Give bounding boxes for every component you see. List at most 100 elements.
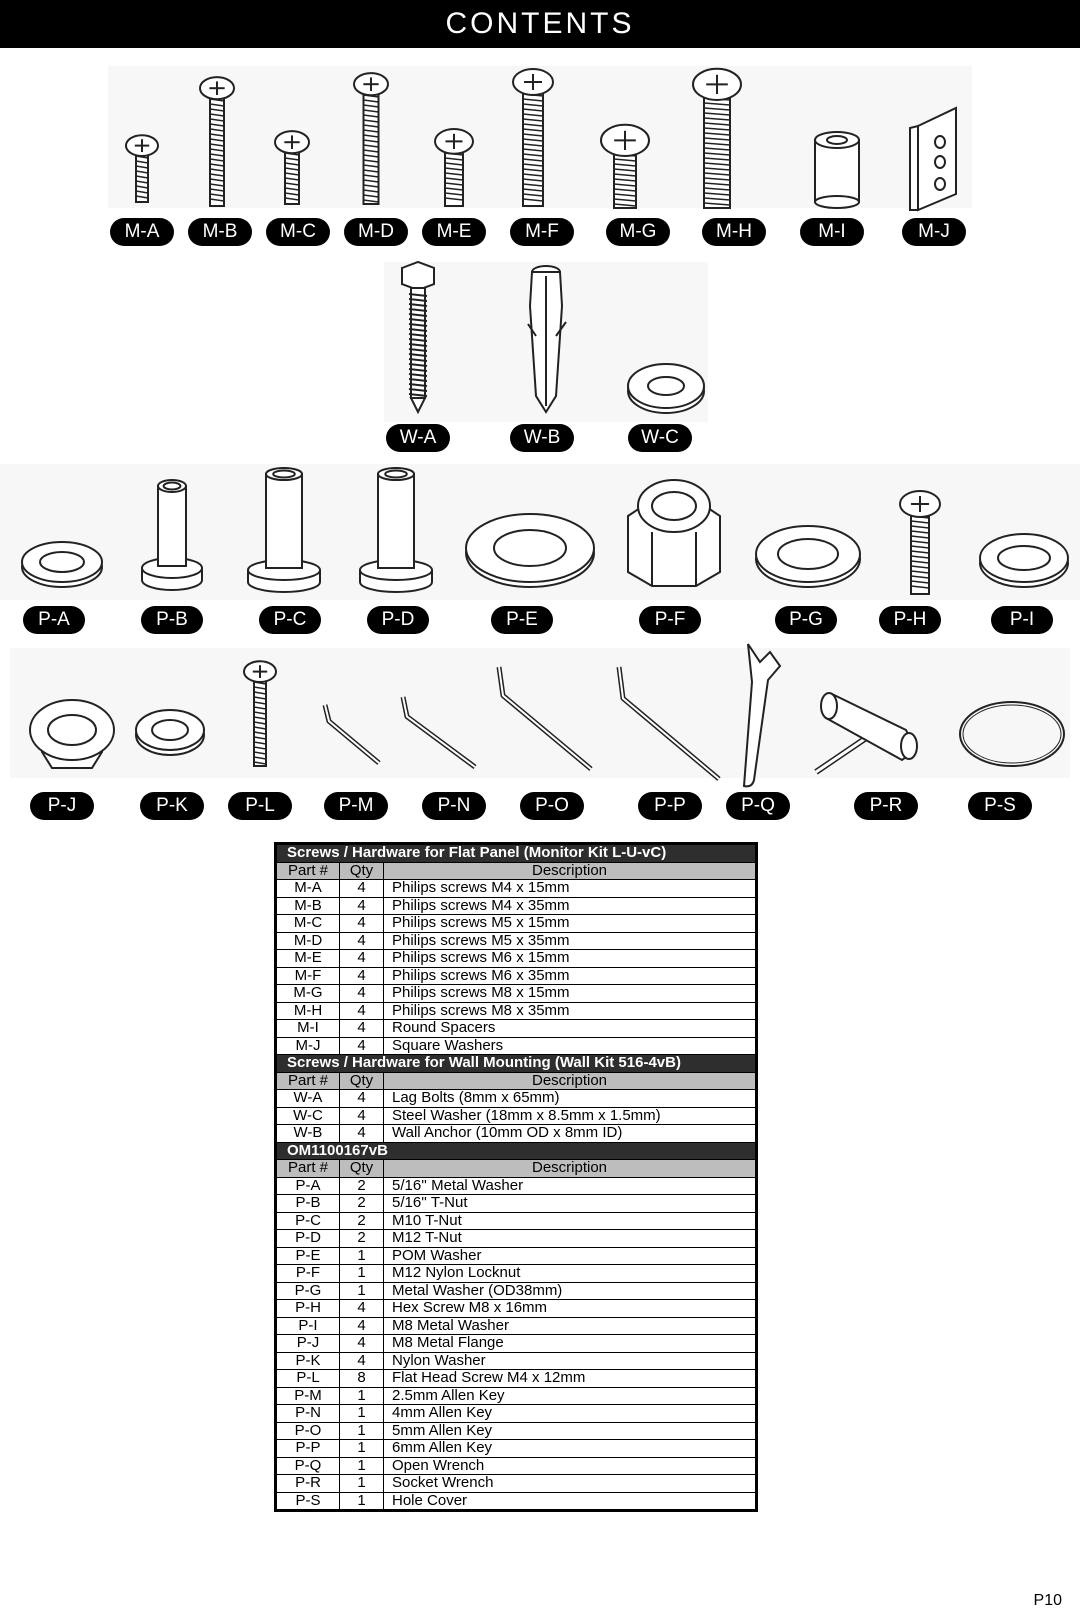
part-label-badge: W-B [510,424,574,452]
part-label-badge: P-Q [726,792,790,820]
part-number-cell: P-P [275,1439,340,1458]
column-header: Qty [339,861,384,880]
part-illustration [896,490,944,596]
description-cell: Round Spacers [383,1019,757,1038]
description-cell: 4mm Allen Key [383,1404,757,1423]
part-label-badge: P-F [639,606,701,634]
description-cell: Steel Washer (18mm x 8.5mm x 1.5mm) [383,1106,757,1125]
description-cell: M8 Metal Washer [383,1316,757,1335]
column-header: Qty [339,1071,384,1090]
part-number-cell: M-I [275,1019,340,1038]
part-label-badge: P-E [491,606,553,634]
column-header: Part # [275,1159,340,1178]
part-illustration [28,694,116,770]
qty-cell: 4 [339,1334,384,1353]
description-cell: 5/16'' T-Nut [383,1194,757,1213]
part-label-badge: P-S [968,792,1032,820]
qty-cell: 2 [339,1194,384,1213]
part-number-cell: M-E [275,949,340,968]
qty-cell: 4 [339,1089,384,1108]
part-label-badge: P-I [991,606,1053,634]
section-title: Screws / Hardware for Wall Mounting (Wal… [275,1054,757,1073]
part-label-badge: P-O [520,792,584,820]
part-illustration [431,128,477,208]
description-cell: Metal Washer (OD38mm) [383,1281,757,1300]
part-label-badge: M-E [422,218,486,246]
description-cell: Socket Wrench [383,1474,757,1493]
part-number-cell: W-B [275,1124,340,1143]
qty-cell: 4 [339,1036,384,1055]
qty-cell: 8 [339,1369,384,1388]
part-illustration [754,524,862,590]
part-number-cell: M-H [275,1001,340,1020]
description-cell: Philips screws M4 x 35mm [383,896,757,915]
part-label-badge: M-D [344,218,408,246]
qty-cell: 4 [339,966,384,985]
qty-cell: 1 [339,1386,384,1405]
part-illustration [810,684,926,780]
part-label-badge: M-A [110,218,174,246]
qty-cell: 2 [339,1176,384,1195]
part-label-badge: M-B [188,218,252,246]
part-label-badge: P-H [879,606,941,634]
qty-cell: 4 [339,1299,384,1318]
description-cell: Philips screws M8 x 35mm [383,1001,757,1020]
section-title-row: Screws / Hardware for Flat Panel (Monito… [275,843,757,863]
qty-cell: 4 [339,1124,384,1143]
qty-cell: 4 [339,879,384,898]
part-illustration [597,123,653,210]
part-label-badge: P-B [141,606,203,634]
description-cell: M10 T-Nut [383,1211,757,1230]
qty-cell: 1 [339,1281,384,1300]
part-illustration [956,698,1068,770]
description-cell: Philips screws M6 x 35mm [383,966,757,985]
part-illustration [320,700,384,768]
part-label-badge: P-A [23,606,85,634]
qty-cell: 2 [339,1229,384,1248]
part-number-cell: P-J [275,1334,340,1353]
part-illustration [398,692,480,772]
part-number-cell: P-S [275,1491,340,1511]
part-number-cell: M-J [275,1036,340,1055]
qty-cell: 2 [339,1211,384,1230]
column-header: Qty [339,1159,384,1178]
description-cell: 5mm Allen Key [383,1421,757,1440]
part-label-badge: P-M [324,792,388,820]
qty-cell: 1 [339,1474,384,1493]
part-number-cell: P-G [275,1281,340,1300]
description-cell: 2.5mm Allen Key [383,1386,757,1405]
description-cell: M12 Nylon Locknut [383,1264,757,1283]
part-label-badge: M-F [510,218,574,246]
part-illustration [122,134,162,204]
description-cell: Square Washers [383,1036,757,1055]
description-cell: Hole Cover [383,1491,757,1511]
description-cell: Philips screws M6 x 15mm [383,949,757,968]
part-illustration [740,640,786,790]
part-label-badge: P-N [422,792,486,820]
part-illustration [812,130,862,210]
section-title-row: Screws / Hardware for Wall Mounting (Wal… [275,1054,757,1073]
part-number-cell: P-E [275,1246,340,1265]
qty-cell: 4 [339,1019,384,1038]
part-number-cell: M-A [275,879,340,898]
qty-cell: 4 [339,896,384,915]
part-illustration [614,662,724,784]
part-illustration [509,68,557,208]
part-number-cell: M-D [275,931,340,950]
part-number-cell: P-I [275,1316,340,1335]
column-header: Part # [275,861,340,880]
qty-cell: 1 [339,1421,384,1440]
section-title: Screws / Hardware for Flat Panel (Monito… [275,843,757,863]
